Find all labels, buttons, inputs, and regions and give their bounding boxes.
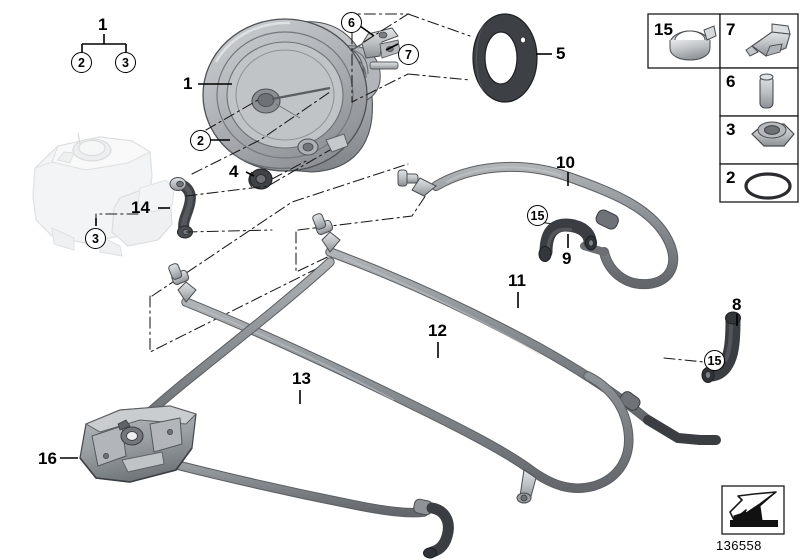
callout-1-kit: 1 xyxy=(98,15,108,34)
legend-panel xyxy=(647,13,799,203)
callout-15-clamp-lower: 15 xyxy=(704,350,725,371)
short-connecting-hose-14 xyxy=(169,177,196,239)
callout-7-fork-bracket: 7 xyxy=(398,44,419,65)
callout-3-kit: 3 xyxy=(115,52,136,73)
callout-9-elbow-hose: 9 xyxy=(562,249,572,268)
callout-14-short-hose: 14 xyxy=(131,198,150,217)
vacuum-line-11 xyxy=(312,213,721,445)
callout-12-vacuum-line: 12 xyxy=(428,321,447,340)
legend-art-fork-bracket xyxy=(745,23,791,57)
callout-leaders xyxy=(60,25,738,459)
orientation-icon-box xyxy=(721,485,785,535)
vacuum-hose-10 xyxy=(397,161,679,290)
legend-number-6: 6 xyxy=(726,72,736,91)
legend-number-2: 2 xyxy=(726,168,736,187)
callout-8-elbow-connector: 8 xyxy=(732,295,742,314)
callout-13-vacuum-line: 13 xyxy=(292,369,311,388)
callout-3-reservoir-nut: 3 xyxy=(85,228,106,249)
callout-11-vacuum-line: 11 xyxy=(508,271,526,290)
legend-art-o-ring xyxy=(744,172,792,200)
callout-1-booster: 1 xyxy=(183,74,193,93)
clevis-bracket-assembly xyxy=(351,27,401,59)
legend-art-clevis-pin xyxy=(759,73,774,109)
legend-number-7: 7 xyxy=(726,20,736,39)
brake-fluid-reservoir-ghost xyxy=(32,132,175,257)
callout-4-grommet: 4 xyxy=(229,162,239,181)
assembly-reference-lines xyxy=(95,13,705,363)
callout-2-o-ring: 2 xyxy=(190,130,211,151)
mounting-bracket-cover-16 xyxy=(79,405,197,483)
legend-art-hex-nut xyxy=(751,121,795,147)
vacuum-line-12 xyxy=(168,263,634,504)
diagram-id-number: 136558 xyxy=(716,538,762,553)
callout-15-clamp-upper: 15 xyxy=(527,205,548,226)
callout-16-bracket: 16 xyxy=(38,449,57,468)
callout-10-vacuum-hose: 10 xyxy=(556,153,575,172)
legend-art-hose-clamp xyxy=(669,25,717,61)
legend-number-3: 3 xyxy=(726,120,736,139)
elbow-connector-8 xyxy=(701,311,741,383)
booster-gasket xyxy=(472,13,538,103)
elbow-hose-9 xyxy=(538,218,597,262)
callout-2-kit: 2 xyxy=(71,52,92,73)
brake-booster xyxy=(202,18,399,173)
vacuum-grommet xyxy=(248,168,273,190)
callout-5-gasket: 5 xyxy=(556,44,566,63)
callout-6-clevis-pin: 6 xyxy=(341,12,362,33)
legend-number-15: 15 xyxy=(654,20,673,39)
